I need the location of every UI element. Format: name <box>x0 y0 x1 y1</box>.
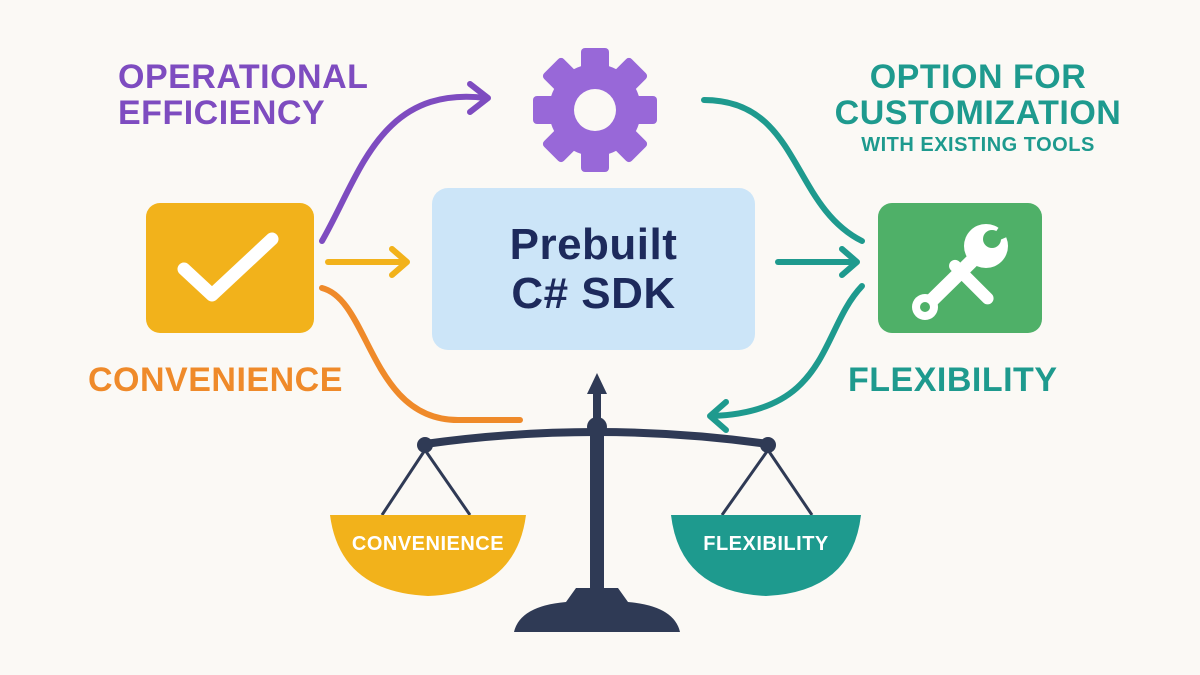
scale-pan-left <box>330 515 526 596</box>
arrowhead-center <box>389 246 410 278</box>
operational-efficiency-line2: EFFICIENCY <box>118 93 326 132</box>
center-sdk-box: Prebuilt C# SDK <box>432 188 755 350</box>
operational-efficiency-line1: OPERATIONAL <box>118 58 369 96</box>
convenience-label: CONVENIENCE <box>88 361 343 399</box>
customization-line2: CUSTOMIZATION <box>834 93 1122 132</box>
customization-line3: WITH EXISTING TOOLS <box>861 134 1095 157</box>
center-title-line1: Prebuilt <box>509 219 678 269</box>
arrow-gear-to-wrench <box>701 97 865 244</box>
scale-pan-right-label: FLEXIBILITY <box>703 533 829 555</box>
flexibility-label: FLEXIBILITY <box>848 361 1058 399</box>
scale-pan-left-label: CONVENIENCE <box>351 533 505 555</box>
arrow-scale-to-convenience <box>319 285 523 423</box>
arrowhead-flexibility <box>839 246 860 278</box>
customization-label: OPTION FOR CUSTOMIZATION WITH EXISTING T… <box>800 58 1156 157</box>
scale-pan-right <box>671 515 861 596</box>
arrowhead-gear <box>467 81 491 115</box>
wrench-tile <box>878 203 1042 333</box>
operational-efficiency-label: OPERATIONAL EFFICIENCY <box>118 58 369 132</box>
center-title-line2: C# SDK <box>511 269 676 318</box>
checkmark-tile <box>146 203 314 333</box>
wrench-icon <box>912 217 1016 320</box>
checkmark-icon <box>177 232 279 302</box>
arrow-check-to-gear <box>319 93 489 244</box>
arrowhead-scale <box>707 399 729 433</box>
arrow-flexibility-to-scale <box>709 283 865 419</box>
customization-line1: OPTION FOR <box>869 58 1087 96</box>
